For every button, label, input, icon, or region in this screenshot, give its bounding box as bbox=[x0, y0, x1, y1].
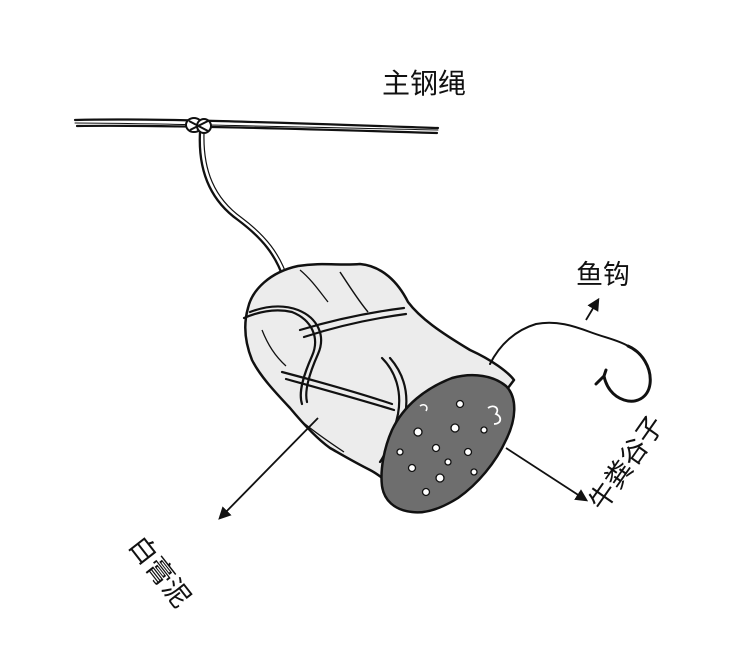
drop-line bbox=[198, 130, 286, 282]
main-rope-label: 主钢绳 bbox=[382, 67, 467, 100]
binding-bands bbox=[242, 305, 408, 466]
cow-dung-grain-bait bbox=[380, 374, 516, 514]
fishing-hook-icon bbox=[594, 344, 652, 403]
hook-line bbox=[489, 321, 629, 365]
hook-arrow bbox=[585, 297, 600, 321]
cow-dung-arrow bbox=[505, 447, 589, 502]
main-rope bbox=[73, 118, 440, 135]
plaster-arrow bbox=[218, 417, 319, 520]
knot bbox=[185, 117, 212, 134]
hook-label: 鱼钩 bbox=[576, 260, 630, 291]
